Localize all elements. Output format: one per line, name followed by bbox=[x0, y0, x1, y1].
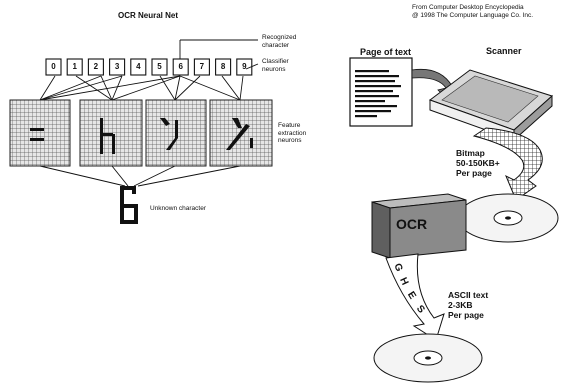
ascii-line1: ASCII text bbox=[448, 290, 488, 300]
classifier-digit-label: 6 bbox=[173, 62, 188, 71]
classifier-label-line2: neurons bbox=[262, 66, 289, 74]
bitmap-size-label: Bitmap 50-150KB+ Per page bbox=[456, 148, 500, 178]
unknown-character-label: Unknown character bbox=[150, 205, 206, 213]
credit-line-2: @ 1998 The Computer Language Co. Inc. bbox=[412, 12, 533, 20]
ascii-disc bbox=[374, 334, 482, 382]
scanner-label: Scanner bbox=[486, 46, 522, 56]
feature-extraction-label: Feature extraction neurons bbox=[278, 122, 306, 145]
ascii-size-label: ASCII text 2-3KB Per page bbox=[448, 290, 488, 320]
page-of-text bbox=[350, 58, 412, 126]
classifier-label-line1: Classifier bbox=[262, 58, 289, 66]
classifier-digit-label: 2 bbox=[88, 62, 103, 71]
classifier-digit-label: 7 bbox=[194, 62, 209, 71]
feature-label-line1: Feature bbox=[278, 122, 306, 130]
classifier-digit-label: 5 bbox=[152, 62, 167, 71]
unknown-character-glyph bbox=[120, 186, 138, 224]
credit-line-1: From Computer Desktop Encyclopedia bbox=[412, 4, 524, 12]
bitmap-line2: 50-150KB+ bbox=[456, 158, 500, 168]
classifier-digit-label: 8 bbox=[216, 62, 231, 71]
diagram-title: OCR Neural Net bbox=[118, 11, 178, 20]
ocr-label: OCR bbox=[396, 216, 427, 232]
classifier-digit-label: 1 bbox=[67, 62, 82, 71]
feature-label-line3: neurons bbox=[278, 137, 306, 145]
ascii-line2: 2-3KB bbox=[448, 300, 488, 310]
page-of-text-label: Page of text bbox=[360, 47, 411, 57]
classifier-digit-label: 4 bbox=[131, 62, 146, 71]
ascii-line3: Per page bbox=[448, 310, 488, 320]
classifier-neurons-label: Classifier neurons bbox=[262, 58, 289, 73]
classifier-digit-label: 9 bbox=[237, 62, 252, 71]
recognized-label-line2: character bbox=[262, 42, 296, 50]
feature-grids bbox=[10, 100, 272, 166]
bitmap-line1: Bitmap bbox=[456, 148, 500, 158]
classifier-digit-label: 0 bbox=[46, 62, 61, 71]
classifier-digit-label: 3 bbox=[110, 62, 125, 71]
bitmap-line3: Per page bbox=[456, 168, 500, 178]
bitmap-disc bbox=[458, 194, 558, 242]
feature-label-line2: extraction bbox=[278, 130, 306, 138]
recognized-label-line1: Recognized bbox=[262, 34, 296, 42]
recognized-character-label: Recognized character bbox=[262, 34, 296, 49]
